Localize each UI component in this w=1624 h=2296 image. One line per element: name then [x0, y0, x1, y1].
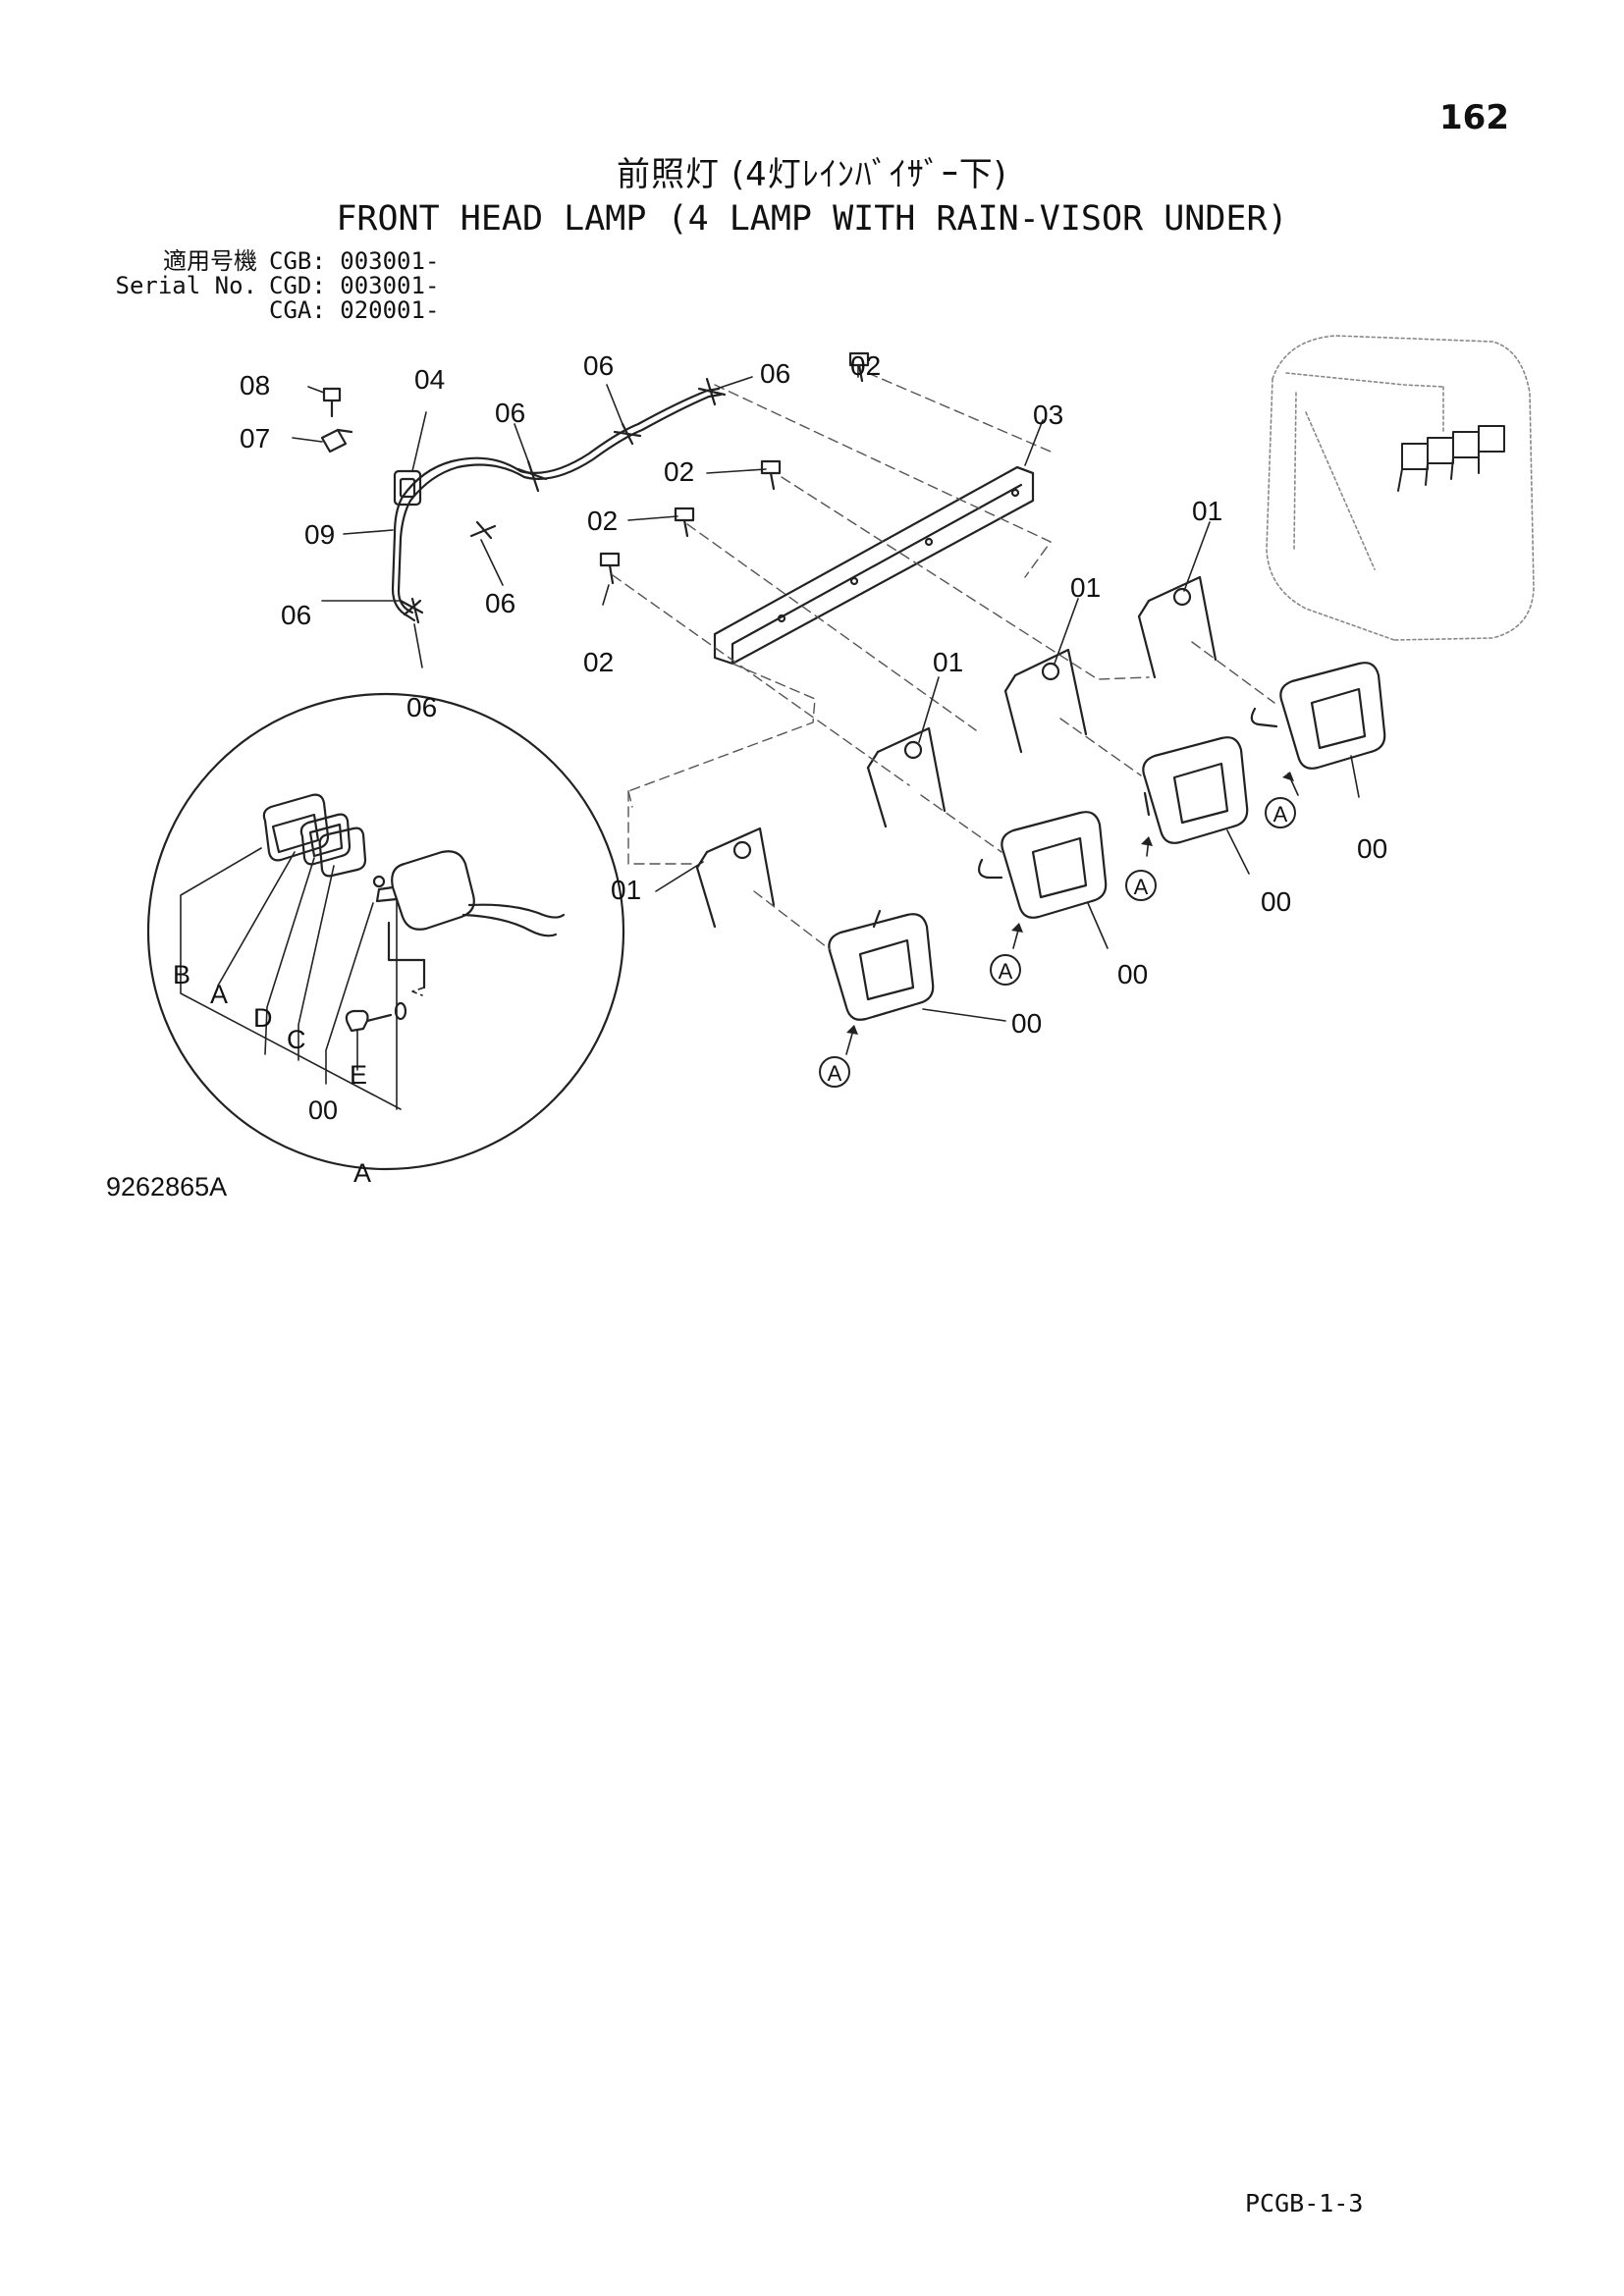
callout-06: 06	[406, 692, 437, 722]
lamp-bracket-01	[1003, 648, 1088, 754]
circled-a-marker: A	[819, 1056, 850, 1088]
arrowheads	[846, 772, 1294, 1035]
callout-07: 07	[240, 423, 270, 454]
callout-06: 06	[485, 588, 515, 618]
serial-label-japanese: 適用号機	[163, 247, 257, 275]
callout-06: 06	[281, 600, 311, 630]
lamp-bracket-01	[695, 827, 776, 929]
detail-callout-00: 00	[308, 1095, 338, 1125]
bolt-02	[599, 351, 870, 585]
callout-01: 01	[1192, 496, 1222, 526]
circled-a-marker: A	[1265, 797, 1296, 828]
callout-01: 01	[611, 875, 641, 905]
serial-entry: CGB: 003001-	[269, 247, 440, 275]
leader-lines	[292, 364, 1360, 1055]
callout-06: 06	[495, 398, 525, 428]
callout-03: 03	[1033, 400, 1063, 430]
detail-callout-c: C	[287, 1025, 306, 1054]
bolt-08	[322, 387, 342, 418]
cab-outline	[1266, 335, 1535, 641]
detail-view-a	[146, 692, 625, 1171]
circled-a-marker: A	[990, 954, 1021, 986]
serial-label: Serial No.	[115, 272, 258, 299]
circled-a-letter: A	[1134, 875, 1149, 899]
drawing-id: 9262865A	[106, 1172, 228, 1201]
callout-02: 02	[850, 350, 881, 381]
callout-01: 01	[933, 647, 963, 677]
callout-00: 00	[1261, 886, 1291, 917]
callout-01: 01	[1070, 572, 1101, 603]
head-lamp-00	[977, 811, 1108, 919]
callout-02: 02	[664, 456, 694, 487]
callout-02: 02	[587, 506, 618, 536]
detail-callout-d: D	[253, 1003, 273, 1033]
circled-a-letter: A	[1273, 802, 1288, 827]
head-lamp-00	[1142, 736, 1249, 844]
detail-callout-a: A	[210, 980, 228, 1009]
serial-entry: CGA: 020001-	[269, 296, 440, 324]
head-lamp-00	[828, 909, 935, 1021]
cab-lamp-row	[1397, 425, 1505, 492]
callout-00: 00	[1357, 833, 1387, 864]
detail-view-label: A	[353, 1158, 371, 1188]
detail-callout-e: E	[350, 1060, 367, 1090]
page-number: 162	[1439, 98, 1509, 137]
mounting-plate-03	[713, 465, 1035, 666]
page-code: PCGB-1-3	[1245, 2189, 1364, 2217]
wiring-harness	[391, 377, 727, 624]
lamp-bracket-01	[866, 726, 947, 828]
circled-a-letter: A	[999, 959, 1013, 984]
callout-00: 00	[1117, 959, 1148, 989]
lamp-bracket-01	[1137, 575, 1218, 679]
callout-08: 08	[240, 370, 270, 400]
detail-callout-b: B	[173, 960, 190, 989]
callout-06: 06	[760, 358, 790, 389]
page-title-japanese: 前照灯 (4灯ﾚｲﾝﾊﾞｲｻﾞｰ下)	[617, 155, 1007, 194]
page-title: FRONT HEAD LAMP (4 LAMP WITH RAIN-VISOR …	[336, 199, 1288, 239]
bracket-07	[320, 428, 353, 454]
head-lamp-00	[1250, 662, 1386, 770]
callout-06: 06	[583, 350, 614, 381]
callout-09: 09	[304, 519, 335, 550]
callout-02: 02	[583, 647, 614, 677]
assembly-dashed-lines	[612, 372, 1275, 951]
callout-00: 00	[1011, 1008, 1042, 1039]
circled-a-letter: A	[828, 1061, 842, 1086]
callout-04: 04	[414, 364, 445, 395]
serial-entry: CGD: 003001-	[269, 272, 440, 299]
circled-a-marker: A	[1125, 870, 1157, 901]
